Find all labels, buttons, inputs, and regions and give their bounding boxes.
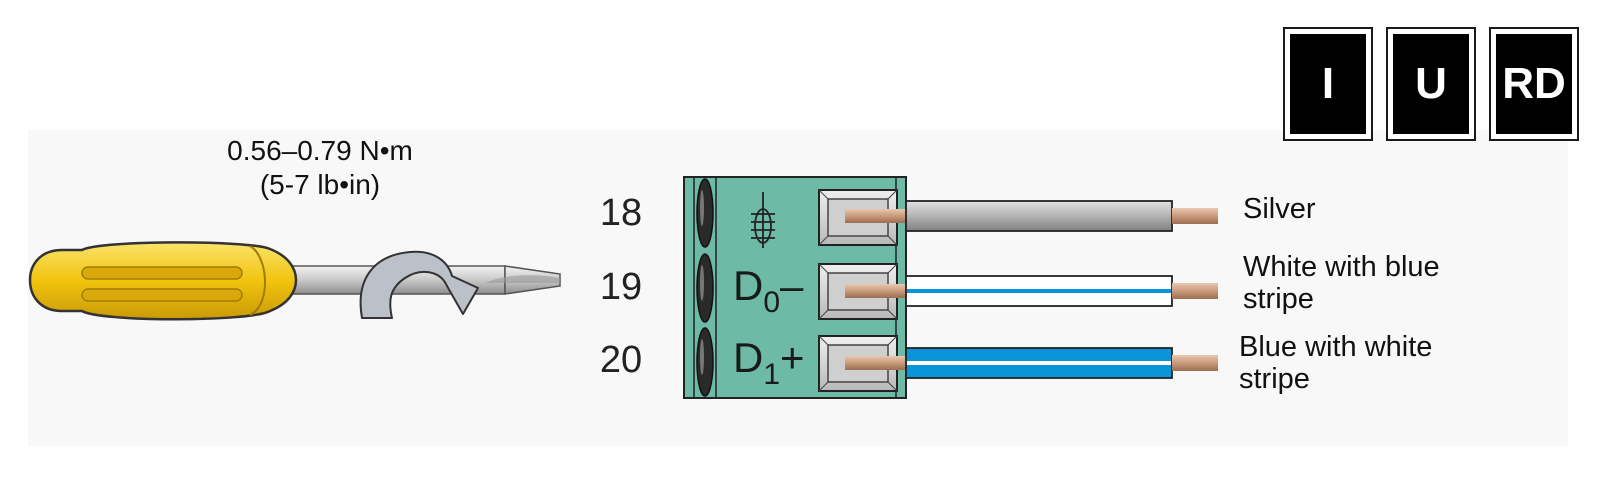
torque-metric: 0.56–0.79 N•m [227, 135, 413, 166]
signal-d1-plus: D1+ [733, 334, 805, 392]
terminal-number-19: 19 [599, 266, 643, 308]
torque-imperial: (5-7 lb•in) [259, 169, 381, 200]
wire-label-blue-white: Blue with white stripe [1239, 331, 1433, 395]
wire-label-silver: Silver [1243, 193, 1316, 225]
wire-silver [845, 200, 1218, 232]
terminal-number-18: 18 [599, 192, 643, 234]
wire-label-white-blue: White with blue stripe [1243, 251, 1440, 315]
screwdriver-icon [28, 241, 561, 321]
approval-badges: I U RD [1283, 27, 1579, 141]
badge-u: U [1386, 27, 1476, 141]
wire-white-blue [845, 275, 1218, 307]
badge-i: I [1283, 27, 1373, 141]
shield-ground-icon [751, 192, 775, 248]
terminal-number-20: 20 [599, 339, 643, 381]
wire-blue-white [845, 347, 1218, 379]
badge-rd: RD [1489, 27, 1579, 141]
torque-spec: 0.56–0.79 N•m (5-7 lb•in) [150, 134, 490, 202]
rotation-arrow-icon [359, 250, 479, 319]
signal-d0-minus: D0– [733, 262, 804, 320]
